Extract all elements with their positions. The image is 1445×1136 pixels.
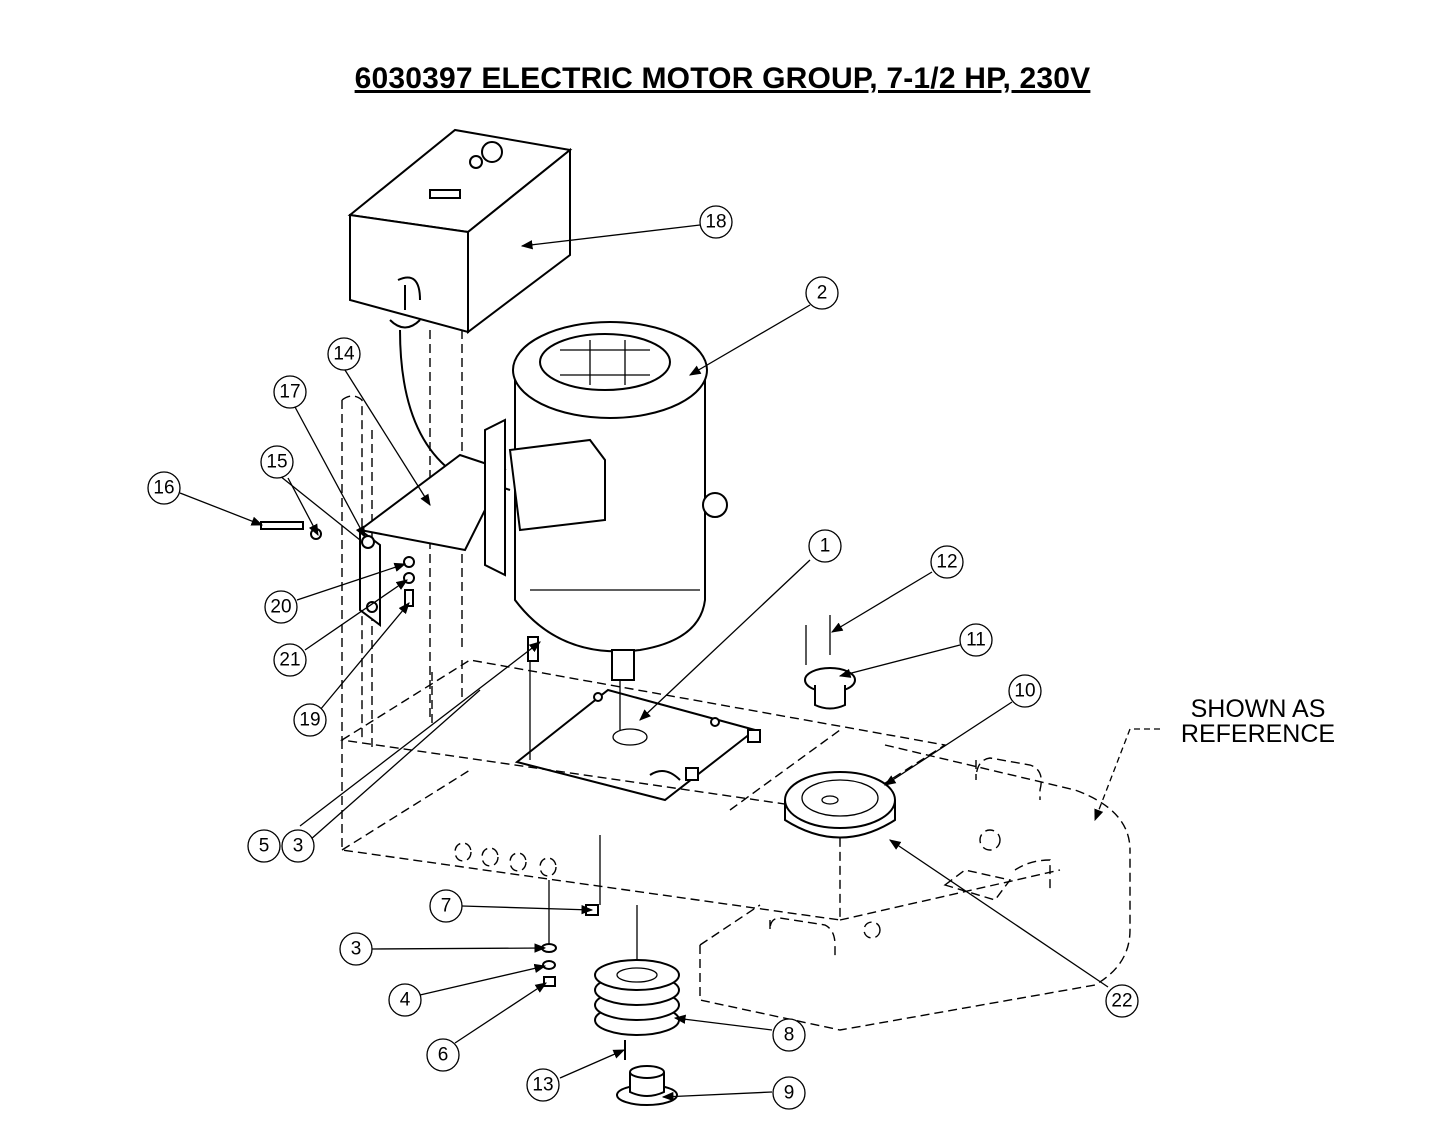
callout-label-1: 1: [820, 536, 831, 557]
callout-12: 12: [930, 545, 964, 579]
callout-label-12: 12: [936, 552, 957, 573]
callout-label-14: 14: [333, 344, 355, 365]
callout-6: 6: [426, 1038, 460, 1072]
callout-3-upper: 3: [281, 829, 315, 863]
callout-label-4: 4: [400, 990, 411, 1011]
callout-17: 17: [273, 375, 307, 409]
callout-2: 2: [805, 276, 839, 310]
callout-16: 16: [147, 471, 181, 505]
reference-note-line-1: SHOWN AS: [1190, 695, 1326, 723]
callout-label-3-upper: 3: [293, 836, 304, 857]
callout-label-11: 11: [966, 630, 986, 651]
control-box: [347, 128, 573, 335]
callout-label-16: 16: [153, 478, 174, 499]
callout-13: 13: [526, 1068, 560, 1102]
frame-side-holes: [454, 842, 557, 877]
callout-21: 21: [273, 643, 307, 677]
electric-motor: [508, 321, 728, 681]
callout-11: 11: [959, 623, 993, 657]
callout-7: 7: [429, 889, 463, 923]
callout-15: 15: [260, 445, 294, 479]
callout-18: 18: [699, 205, 733, 239]
base-frame: [340, 330, 1131, 1031]
callout-label-9: 9: [784, 1083, 795, 1104]
callout-label-6: 6: [438, 1045, 449, 1066]
callout-10: 10: [1008, 674, 1042, 708]
callout-5: 5: [247, 829, 281, 863]
lower-pulley: [594, 959, 680, 1036]
lower-bushing: [616, 1040, 678, 1106]
bushing: [804, 615, 856, 710]
callout-19: 19: [293, 703, 327, 737]
callout-label-2: 2: [817, 283, 828, 304]
callout-label-18: 18: [705, 212, 726, 233]
callout-label-7: 7: [441, 896, 452, 917]
hardware-stack: [527, 636, 638, 987]
callout-9: 9: [772, 1076, 806, 1110]
callout-label-15: 15: [266, 452, 287, 473]
callout-label-17: 17: [279, 382, 300, 403]
callout-label-21: 21: [279, 650, 300, 671]
reference-note: SHOWN AS REFERENCE: [1168, 697, 1348, 747]
motor-mount-plate: [514, 688, 761, 802]
callout-3-lower: 3: [339, 932, 373, 966]
callout-label-19: 19: [299, 710, 320, 731]
callout-4: 4: [388, 983, 422, 1017]
callout-label-20: 20: [270, 597, 291, 618]
callout-label-13: 13: [532, 1075, 553, 1096]
callout-label-10: 10: [1014, 681, 1035, 702]
callout-8: 8: [772, 1018, 806, 1052]
callout-1: 1: [808, 529, 842, 563]
callout-14: 14: [327, 337, 361, 371]
upper-pulley: [784, 771, 896, 839]
callout-20: 20: [264, 590, 298, 624]
callout-22: 22: [1105, 984, 1139, 1018]
leader-lines: [179, 224, 1160, 1102]
callout-label-8: 8: [784, 1025, 795, 1046]
callout-label-22: 22: [1111, 991, 1132, 1012]
reference-note-line-2: REFERENCE: [1180, 720, 1336, 748]
callout-label-3-lower: 3: [351, 939, 362, 960]
callout-label-5: 5: [259, 836, 270, 857]
page-title: 6030397 ELECTRIC MOTOR GROUP, 7-1/2 HP, …: [354, 62, 1091, 95]
